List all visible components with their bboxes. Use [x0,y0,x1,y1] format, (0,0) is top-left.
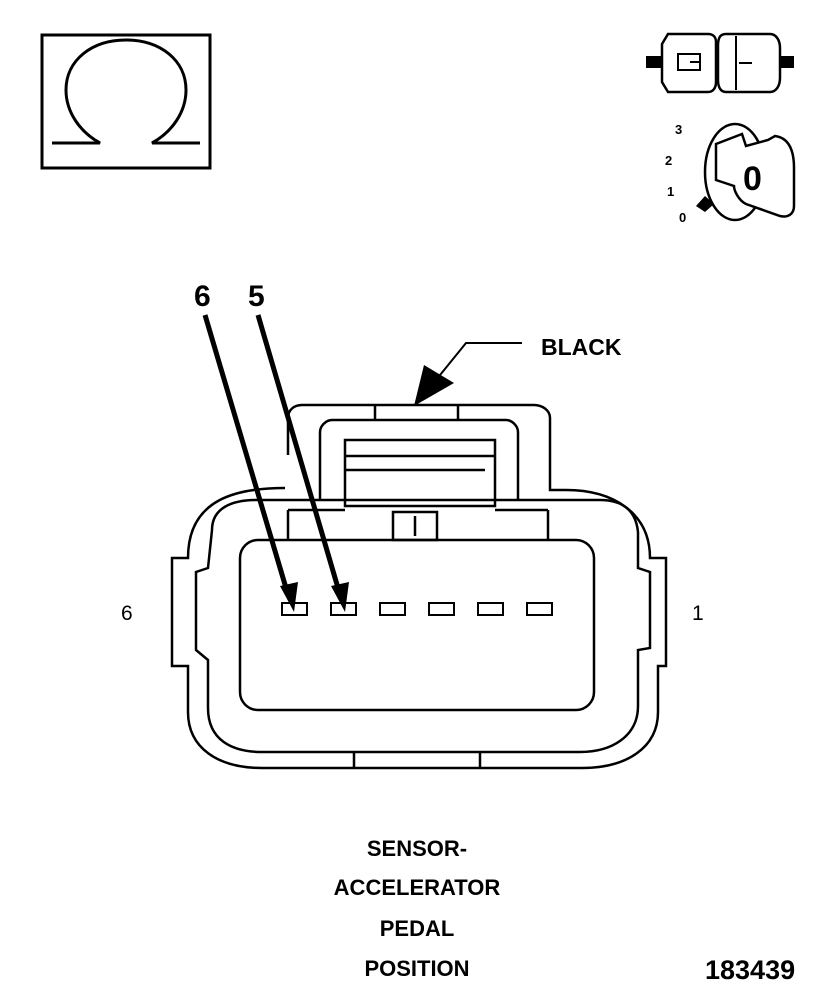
cavity-1 [526,602,553,616]
title-line-4: POSITION [364,956,470,981]
color-leader [414,342,522,406]
cavity-2 [477,602,504,616]
title-line-3: PEDAL [379,916,455,941]
connector-disconnected-icon [646,32,794,94]
figure-number: 183439 [705,955,796,985]
title-line-2: ACCELERATOR [333,875,501,900]
ignition-key-label: 0 [743,160,762,198]
cavity-4 [379,602,406,616]
pin-end-label-right: 1 [692,602,704,625]
pin-end-label-left: 6 [121,602,133,625]
callout-arrow-5 [255,314,349,612]
callout-label-5: 5 [248,280,265,313]
ignition-position-2: 2 [665,153,673,168]
callout-arrow-6 [202,314,298,612]
ignition-position-1: 1 [667,184,675,199]
connector-color-label: BLACK [541,334,622,360]
callout-label-6: 6 [194,280,211,313]
terminal-cavities [281,602,553,616]
ohm-icon [40,33,212,170]
connector-body [170,403,668,770]
cavity-3 [428,602,455,616]
title-line-1: SENSOR- [366,836,468,861]
ignition-key-off-icon [696,122,796,222]
ignition-position-3: 3 [675,122,683,137]
ignition-position-0: 0 [679,210,687,225]
